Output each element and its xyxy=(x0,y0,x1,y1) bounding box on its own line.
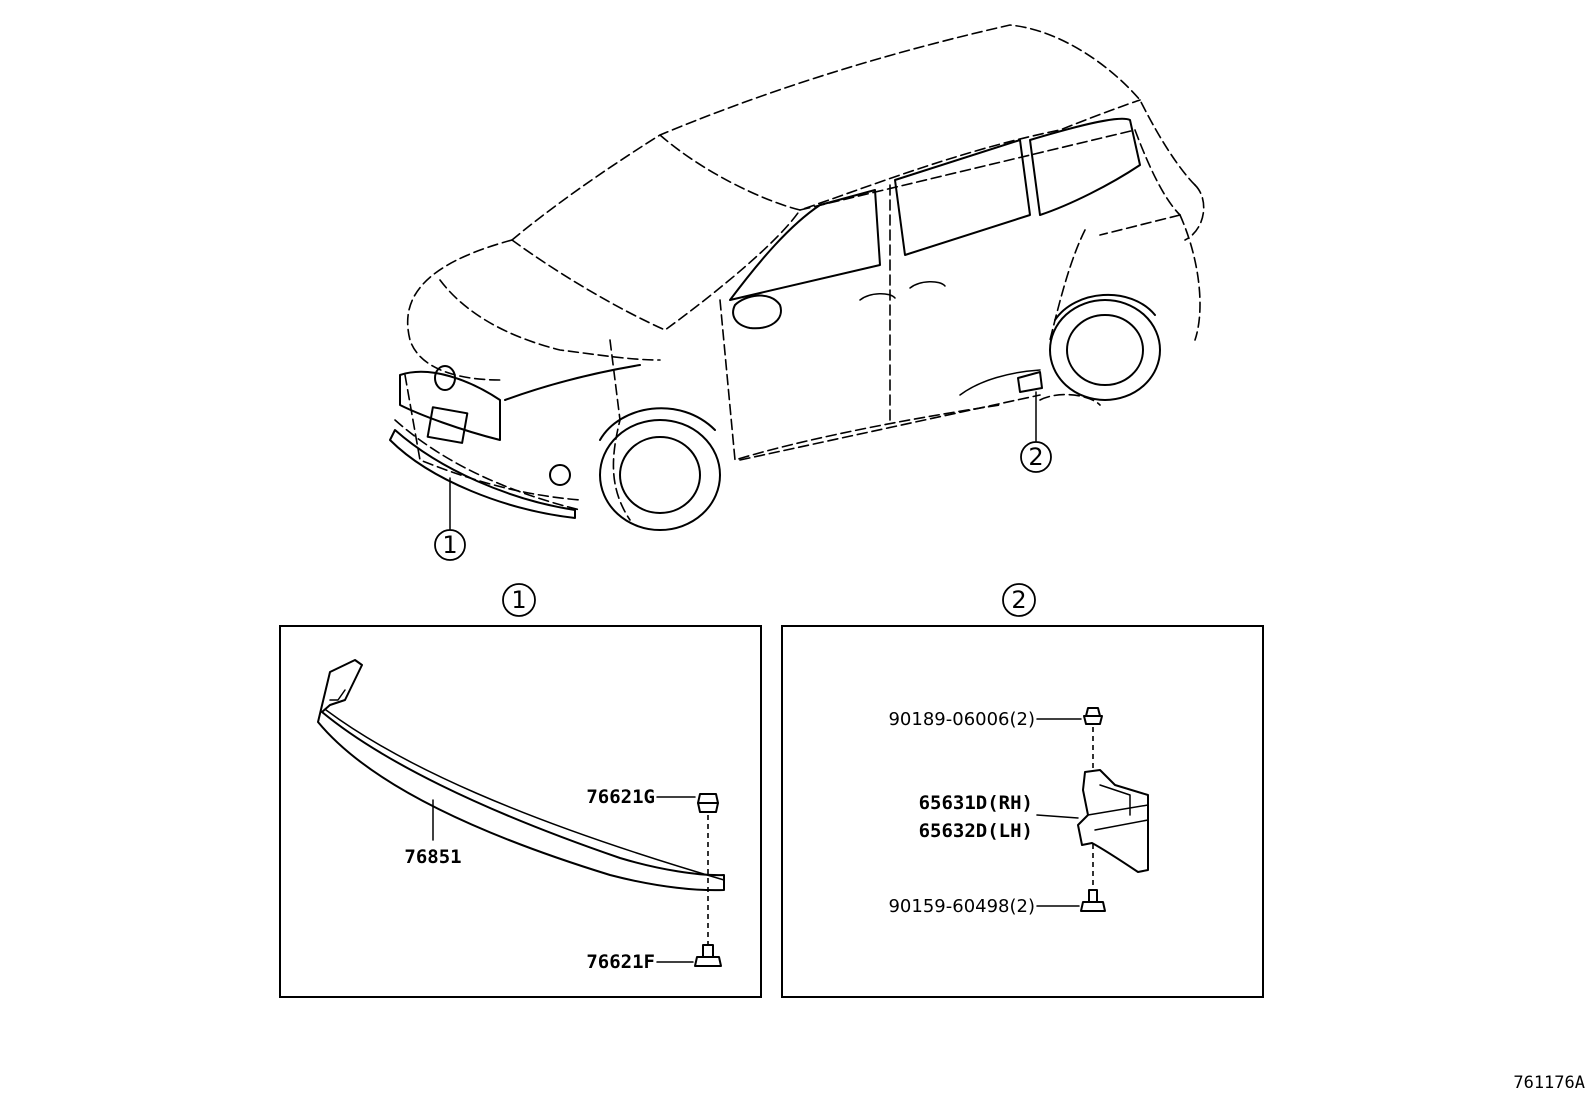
bracket-65631d-part xyxy=(1077,769,1149,873)
clip-76621f-icon xyxy=(694,944,722,967)
detail-panel-2: 2 90189-06006(2) 65631D(RH) 65632D(LH) 9… xyxy=(781,583,1264,998)
callout-1[interactable]: 1 xyxy=(434,477,466,561)
panel-2-label: 2 xyxy=(1011,586,1026,614)
panel-1-label: 1 xyxy=(511,586,526,614)
grommet-90189-icon xyxy=(1083,707,1103,725)
front-spoiler-part xyxy=(317,659,725,892)
part-65631d-label: 65631D(RH) xyxy=(919,792,1033,814)
part-76621f-label: 76621F xyxy=(586,951,655,973)
clip-76621g-icon xyxy=(697,793,719,813)
part-65632d-label: 65632D(LH) xyxy=(919,820,1033,842)
callout-1-label: 1 xyxy=(442,531,457,559)
part-76851-label: 76851 xyxy=(404,846,461,868)
detail-panel-1: 1 76851 76621G 76621F xyxy=(279,583,762,998)
callout-2[interactable]: 2 xyxy=(1020,391,1052,473)
diagram-code: 761176A xyxy=(1513,1073,1585,1093)
part-90189-label: 90189-06006(2) xyxy=(888,709,1035,730)
screw-90159-icon xyxy=(1080,889,1106,912)
part-90159-label: 90159-60498(2) xyxy=(888,896,1035,917)
part-76621g-label: 76621G xyxy=(586,786,655,808)
vehicle-illustration xyxy=(389,24,1205,531)
callout-2-label: 2 xyxy=(1028,443,1043,471)
